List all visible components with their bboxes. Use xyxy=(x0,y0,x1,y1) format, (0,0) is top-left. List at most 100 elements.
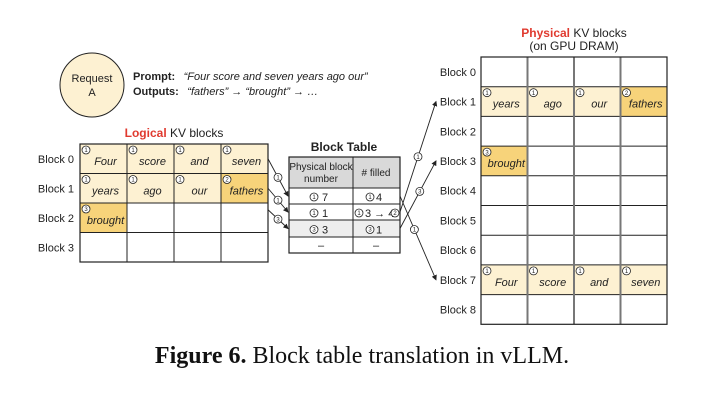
token-text: fathers xyxy=(629,99,663,111)
step-badge-circle xyxy=(309,225,319,234)
kv-cell xyxy=(221,232,268,262)
kv-cell xyxy=(481,57,528,87)
step-badge-number: 1 xyxy=(485,91,489,97)
outputs-text: “fathers” → “brought” → … xyxy=(187,86,318,98)
step-badge-circle xyxy=(273,214,283,224)
block-label: Block 3 xyxy=(38,242,74,254)
token-text: our xyxy=(591,99,608,111)
kv-cell xyxy=(574,146,621,176)
kv-cell xyxy=(574,175,621,206)
block-label: Block 2 xyxy=(38,213,74,225)
step-badge: 2 xyxy=(390,208,400,218)
step-badge: 1 xyxy=(128,145,138,155)
token-text: ago xyxy=(544,99,562,111)
step-badge-circle xyxy=(354,208,364,218)
step-badge-circle xyxy=(413,152,423,162)
step-badge-number: 1 xyxy=(578,91,582,97)
kv-cell xyxy=(527,294,574,325)
physical-title-highlight: Physical xyxy=(521,26,570,40)
token-text: Four xyxy=(495,277,519,289)
step-badge-circle xyxy=(81,204,91,214)
kv-cell xyxy=(481,294,528,325)
step-badge-circle xyxy=(273,172,283,182)
block-table-row xyxy=(289,188,400,204)
arrow-step-badge: 1 xyxy=(273,195,283,205)
step-badge-number: 1 xyxy=(84,148,88,154)
block-label: Block 7 xyxy=(440,275,476,287)
step-badge: 1 xyxy=(575,88,585,98)
step-badge: 1 xyxy=(622,266,631,276)
kv-cell xyxy=(127,203,174,233)
step-badge: 3 xyxy=(365,225,375,234)
kv-cell xyxy=(527,175,574,206)
kv-cell xyxy=(620,146,667,176)
request-label-line1: Request xyxy=(72,73,113,85)
kv-cell xyxy=(527,116,574,147)
step-badge-circle xyxy=(622,88,631,98)
step-badge-number: 3 xyxy=(312,228,316,234)
step-badge: 1 xyxy=(81,145,91,155)
physical-block-number: 7 xyxy=(322,192,328,204)
kv-cell xyxy=(527,235,574,265)
token-text: fathers xyxy=(230,185,264,197)
step-badge-circle xyxy=(529,266,538,276)
step-badge-circle xyxy=(309,208,319,218)
step-badge-number: 1 xyxy=(131,148,135,154)
physical-block-number: 1 xyxy=(322,208,328,220)
step-badge-number: 3 xyxy=(485,150,489,156)
step-badge: 1 xyxy=(175,145,185,155)
kv-cell xyxy=(481,175,528,206)
step-badge-circle xyxy=(309,192,319,202)
step-badge-number: 1 xyxy=(276,176,280,182)
filled-count: 4 xyxy=(376,192,382,204)
step-badge-number: 3 xyxy=(84,207,88,213)
arrow-table-to-physical xyxy=(399,195,437,281)
kv-cell xyxy=(527,205,574,236)
kv-cell xyxy=(574,116,621,147)
step-badge-number: 1 xyxy=(625,269,629,275)
step-badge: 1 xyxy=(222,145,232,155)
step-badge-circle xyxy=(81,175,91,184)
arrow-step-badge: 1 xyxy=(273,172,283,182)
step-badge-circle xyxy=(575,266,585,276)
step-badge-number: 1 xyxy=(84,178,88,184)
step-badge-number: 1 xyxy=(413,228,417,234)
kv-cell xyxy=(574,294,621,325)
kv-cell xyxy=(80,232,127,262)
caption-text: Block table translation in vLLM. xyxy=(246,343,570,369)
step-badge: 1 xyxy=(81,175,91,184)
caption-label: Figure 6. xyxy=(154,343,247,369)
request-description: Prompt: “Four score and seven years ago … xyxy=(133,67,369,98)
step-badge: 1 xyxy=(309,192,319,202)
step-badge: 1 xyxy=(482,266,492,276)
step-badge-number: 1 xyxy=(225,148,229,154)
step-badge-circle xyxy=(365,225,375,234)
physical-title: Physical KV blocks xyxy=(521,26,626,40)
token-text: our xyxy=(192,185,209,197)
kv-cell xyxy=(174,203,221,233)
step-badge-circle xyxy=(622,266,631,276)
step-badge-circle xyxy=(482,266,492,276)
step-badge-circle xyxy=(365,192,375,202)
step-badge-number: 2 xyxy=(625,91,629,97)
prompt-line: Prompt: “Four score and seven years ago … xyxy=(133,67,369,84)
step-badge: 3 xyxy=(81,204,91,214)
arrow-step-badge: 3 xyxy=(415,186,425,196)
kv-cell xyxy=(620,235,667,265)
step-badge-circle xyxy=(222,145,232,155)
request-node: Request A xyxy=(59,52,125,118)
arrow-step-badge: 1 xyxy=(409,225,419,234)
grid-border xyxy=(79,143,269,263)
step-badge-circle xyxy=(81,145,91,155)
kv-cell xyxy=(574,57,621,87)
step-badge-number: 1 xyxy=(178,178,182,184)
prompt-text: “Four score and seven years ago our” xyxy=(184,71,369,83)
filled-count: 1 xyxy=(376,225,382,237)
step-badge-number: 2 xyxy=(225,178,229,184)
block-table-diagram: Request A Prompt: “Four score and seven … xyxy=(38,26,668,325)
block-label: Block 6 xyxy=(440,245,476,257)
arrow-step-badge: 1 xyxy=(413,152,423,162)
